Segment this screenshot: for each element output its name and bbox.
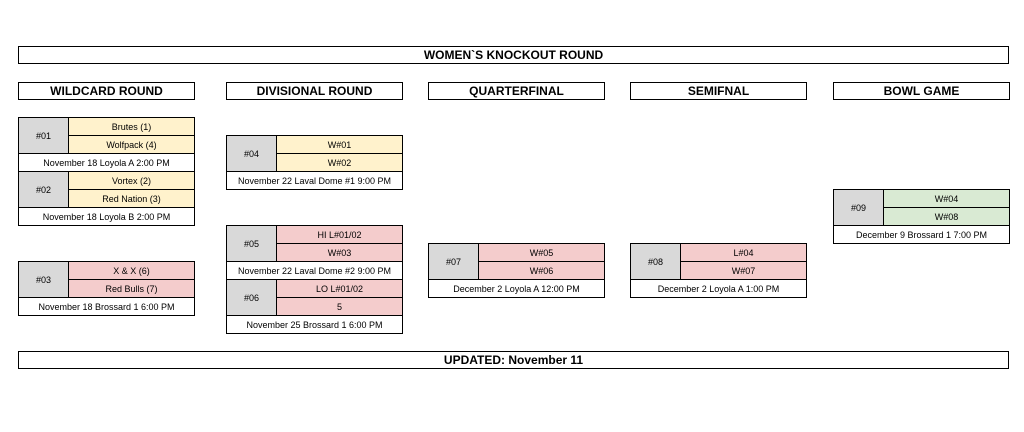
match-08: #08 L#04 W#07 xyxy=(631,244,806,280)
match-info: November 18 Brossard 1 6:00 PM xyxy=(38,301,175,312)
team-slot: X & X (6) xyxy=(69,262,194,279)
team-slot: Brutes (1) xyxy=(69,118,194,135)
round-header-wildcard: WILDCARD ROUND xyxy=(18,82,195,100)
match-03: #03 X & X (6) Red Bulls (7) xyxy=(19,262,194,298)
team-slot: Red Bulls (7) xyxy=(69,279,194,297)
team-slot: W#07 xyxy=(681,261,806,279)
match-info: November 22 Laval Dome #1 9:00 PM xyxy=(237,175,392,186)
round-header-quarterfinal: QUARTERFINAL xyxy=(428,82,605,100)
match-info: November 18 Loyola B 2:00 PM xyxy=(42,211,171,222)
match-01: #01 Brutes (1) Wolfpack (4) xyxy=(19,118,194,154)
round-header-divisional: DIVISIONAL ROUND xyxy=(226,82,403,100)
team-slot: W#04 xyxy=(884,190,1009,207)
match-info: December 9 Brossard 1 7:00 PM xyxy=(855,229,988,240)
match-id: #05 xyxy=(227,226,277,261)
match-info: November 25 Brossard 1 6:00 PM xyxy=(246,319,383,330)
team-slot: L#04 xyxy=(681,244,806,261)
round-header-bowl-game: BOWL GAME xyxy=(833,82,1010,100)
match-06: #06 LO L#01/02 5 xyxy=(227,280,402,316)
match-group-03: #03 X & X (6) Red Bulls (7) November 18 … xyxy=(18,261,195,316)
match-id: #04 xyxy=(227,136,277,171)
team-slot: Vortex (2) xyxy=(69,172,194,189)
match-id: #03 xyxy=(19,262,69,297)
match-group-07: #07 W#05 W#06 December 2 Loyola A 12:00 … xyxy=(428,243,605,298)
match-05: #05 HI L#01/02 W#03 xyxy=(227,226,402,262)
round-header-semifinal: SEMIFNAL xyxy=(630,82,807,100)
match-group-08: #08 L#04 W#07 December 2 Loyola A 1:00 P… xyxy=(630,243,807,298)
match-group-05-06: #05 HI L#01/02 W#03 November 22 Laval Do… xyxy=(226,225,403,334)
team-slot: Red Nation (3) xyxy=(69,189,194,207)
match-group-04: #04 W#01 W#02 November 22 Laval Dome #1 … xyxy=(226,135,403,190)
team-slot: Wolfpack (4) xyxy=(69,135,194,153)
match-info: December 2 Loyola A 12:00 PM xyxy=(453,283,580,294)
match-id: #07 xyxy=(429,244,479,279)
updated-footer: UPDATED: November 11 xyxy=(18,351,1009,369)
team-slot: W#08 xyxy=(884,207,1009,225)
match-id: #09 xyxy=(834,190,884,225)
team-slot: W#05 xyxy=(479,244,604,261)
match-group-09: #09 W#04 W#08 December 9 Brossard 1 7:00… xyxy=(833,189,1010,244)
team-slot: 5 xyxy=(277,297,402,315)
match-04: #04 W#01 W#02 xyxy=(227,136,402,172)
match-id: #01 xyxy=(19,118,69,153)
team-slot: LO L#01/02 xyxy=(277,280,402,297)
match-id: #06 xyxy=(227,280,277,315)
match-02: #02 Vortex (2) Red Nation (3) xyxy=(19,172,194,208)
team-slot: W#06 xyxy=(479,261,604,279)
team-slot: W#03 xyxy=(277,243,402,261)
match-id: #08 xyxy=(631,244,681,279)
match-info: November 18 Loyola A 2:00 PM xyxy=(19,154,194,172)
match-09: #09 W#04 W#08 xyxy=(834,190,1009,226)
match-info: December 2 Loyola A 1:00 PM xyxy=(657,283,780,294)
match-info: November 22 Laval Dome #2 9:00 PM xyxy=(227,262,402,280)
match-07: #07 W#05 W#06 xyxy=(429,244,604,280)
team-slot: HI L#01/02 xyxy=(277,226,402,243)
team-slot: W#01 xyxy=(277,136,402,153)
page-title: WOMEN`S KNOCKOUT ROUND xyxy=(18,46,1009,64)
team-slot: W#02 xyxy=(277,153,402,171)
match-group-01-02: #01 Brutes (1) Wolfpack (4) November 18 … xyxy=(18,117,195,226)
match-id: #02 xyxy=(19,172,69,207)
